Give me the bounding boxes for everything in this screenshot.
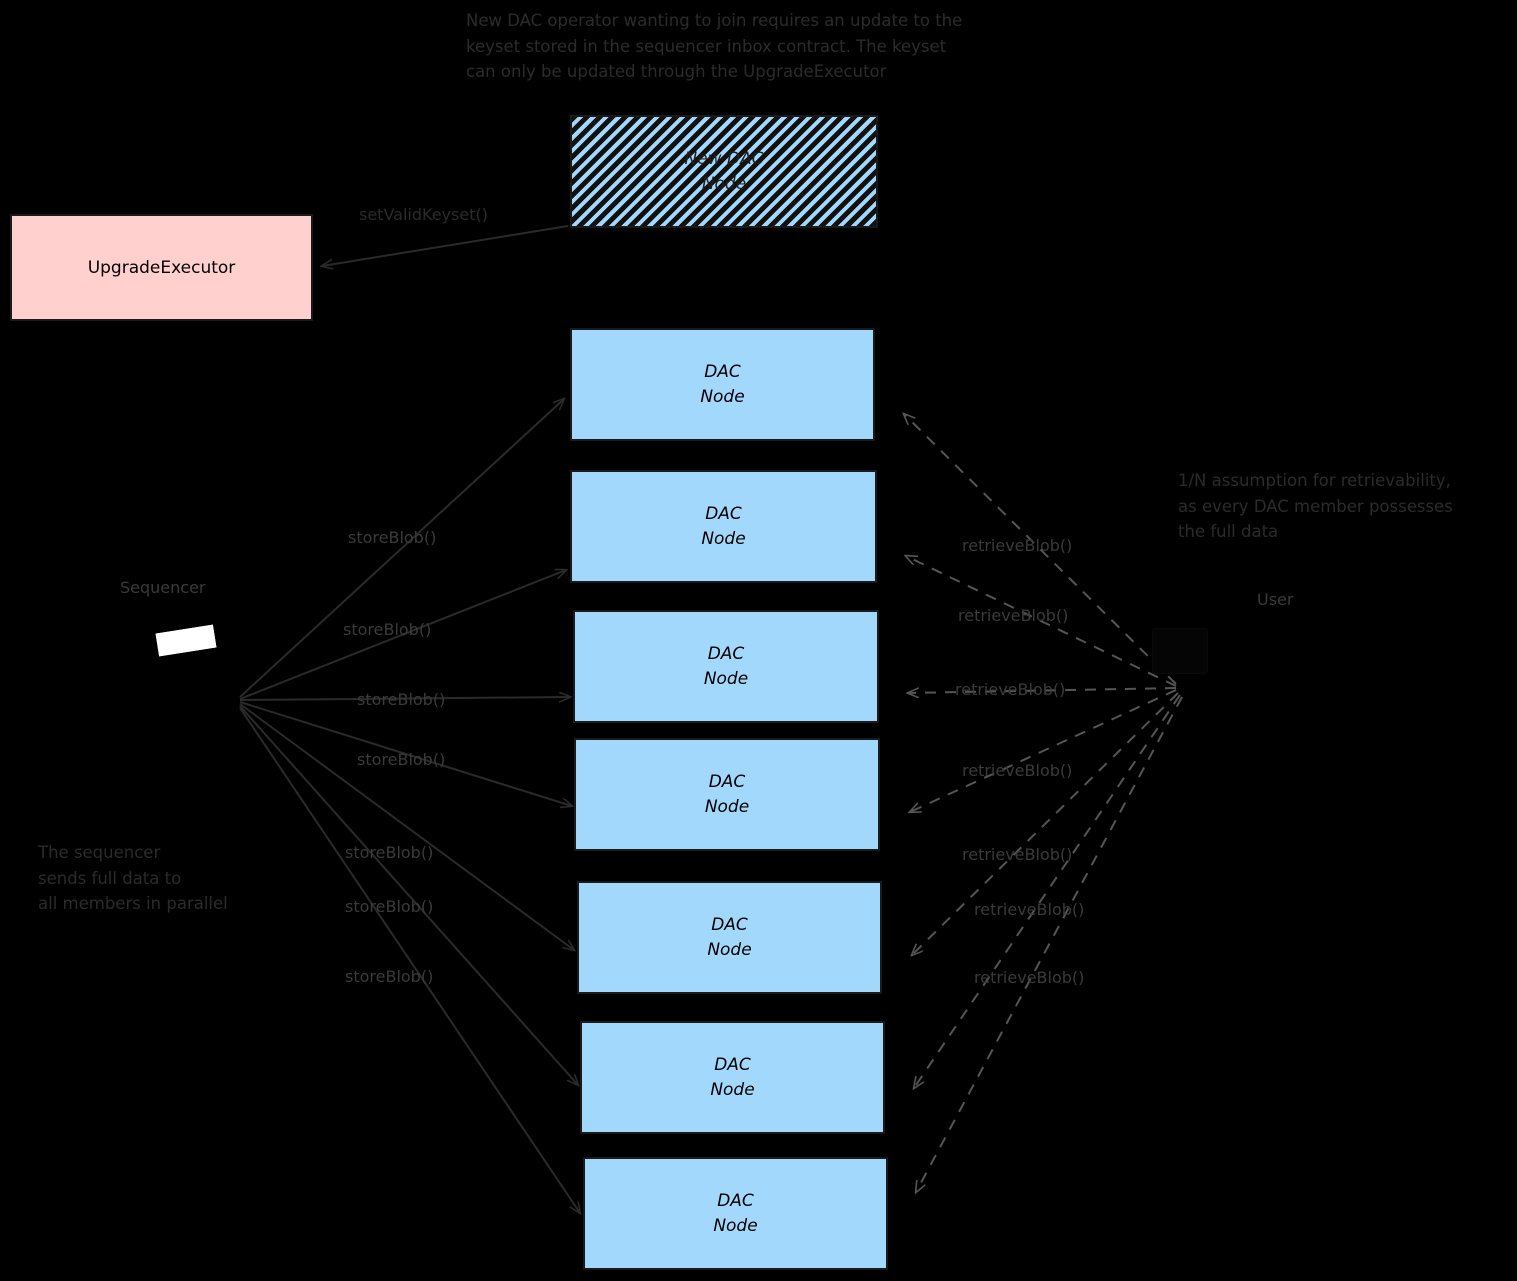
edge-label-store-blob-1: storeBlob() — [348, 528, 437, 547]
dac-node-label-line2: Node — [713, 1215, 758, 1236]
edge-label-retrieve-blob-2: retrieveBlob() — [958, 606, 1069, 625]
dac-node-box-6[interactable]: DAC Node — [580, 1021, 885, 1134]
dac-node-label-line1: DAC — [708, 771, 746, 792]
dac-node-label-line2: Node — [704, 796, 750, 817]
edge-label-store-blob-4: storeBlob() — [357, 750, 446, 769]
dac-node-box-2[interactable]: DAC Node — [570, 470, 877, 583]
new-dac-node-label-line2: Node — [701, 173, 747, 194]
edge-label-retrieve-blob-1: retrieveBlob() — [962, 536, 1073, 555]
dac-node-box-5[interactable]: DAC Node — [577, 881, 882, 994]
upgrade-executor-box[interactable]: UpgradeExecutor — [10, 214, 313, 321]
user-label: User — [1257, 590, 1294, 609]
new-dac-node-label-line1: New DAC — [684, 148, 764, 169]
dac-node-label-line1: DAC — [705, 503, 742, 524]
edge-label-store-blob-5: storeBlob() — [345, 843, 434, 862]
note-retrievability: 1/N assumption for retrievability, as ev… — [1178, 471, 1453, 542]
dac-node-label-line2: Node — [707, 939, 752, 960]
new-dac-node-box[interactable]: New DAC Node — [570, 115, 878, 228]
edge-label-set-valid-keyset: setValidKeyset() — [359, 205, 488, 224]
edge-set-valid-keyset — [322, 225, 569, 266]
dac-node-box-4[interactable]: DAC Node — [574, 738, 880, 851]
edge-label-store-blob-6: storeBlob() — [345, 897, 434, 916]
edge-label-retrieve-blob-5: retrieveBlob() — [962, 845, 1073, 864]
edge-label-retrieve-blob-4: retrieveBlob() — [962, 761, 1073, 780]
dac-node-box-1[interactable]: DAC Node — [570, 328, 875, 441]
dac-node-box-3[interactable]: DAC Node — [573, 610, 879, 723]
dac-node-label-line1: DAC — [704, 361, 741, 382]
dac-node-label-line2: Node — [700, 386, 745, 407]
edge-group-retrieve-blob — [904, 414, 1183, 1192]
edge-label-store-blob-2: storeBlob() — [343, 620, 432, 639]
edge-label-retrieve-blob-3: retrieveBlob() — [955, 680, 1066, 699]
dac-node-label-line2: Node — [710, 1079, 755, 1100]
edge-label-retrieve-blob-6: retrieveBlob() — [974, 900, 1085, 919]
edge-label-retrieve-blob-7: retrieveBlob() — [974, 968, 1085, 987]
dac-node-label-line1: DAC — [707, 643, 745, 664]
edge-group-store-blob — [239, 399, 580, 1213]
edge-label-store-blob-3: storeBlob() — [357, 690, 446, 709]
dac-node-label-line2: Node — [701, 528, 746, 549]
edge-label-store-blob-7: storeBlob() — [345, 967, 434, 986]
sequencer-icon — [155, 624, 217, 657]
dac-node-label-line2: Node — [703, 668, 749, 689]
note-sequencer-parallel: The sequencer sends full data to all mem… — [38, 843, 228, 914]
dac-node-label-line1: DAC — [717, 1190, 754, 1211]
dac-node-label-line1: DAC — [714, 1054, 751, 1075]
dac-node-label-line1: DAC — [711, 914, 748, 935]
upgrade-executor-label: UpgradeExecutor — [87, 257, 236, 278]
dac-node-box-7[interactable]: DAC Node — [583, 1157, 888, 1270]
note-keyset-update: New DAC operator wanting to join require… — [466, 11, 963, 82]
user-icon — [1152, 628, 1208, 674]
sequencer-label: Sequencer — [120, 578, 206, 597]
